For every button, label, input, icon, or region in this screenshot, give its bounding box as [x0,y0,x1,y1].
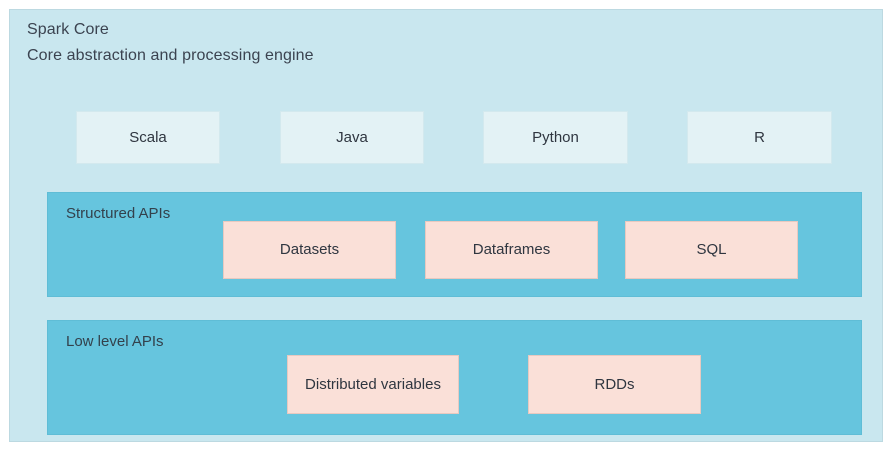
component-label: Distributed variables [305,375,441,393]
component-box-sql[interactable]: SQL [625,221,798,279]
component-label: SQL [696,241,727,259]
component-box-dataframes[interactable]: Dataframes [425,221,598,279]
component-label: Dataframes [472,241,551,259]
core-subtitle: Core abstraction and processing engine [27,47,314,64]
language-box-python[interactable]: Python [483,111,628,164]
band-low-level-apis: Low level APIs Distributed variables RDD… [47,320,862,435]
component-label: Datasets [279,241,340,259]
language-box-java[interactable]: Java [280,111,424,164]
language-label: R [754,129,765,146]
band-label-structured-apis: Structured APIs [66,205,171,222]
component-box-datasets[interactable]: Datasets [223,221,396,279]
band-structured-apis: Structured APIs Datasets Dataframes SQL [47,192,862,297]
band-label-low-level-apis: Low level APIs [66,333,164,350]
language-box-r[interactable]: R [687,111,832,164]
component-label: RDDs [594,375,635,393]
language-label: Java [336,129,368,146]
language-label: Scala [129,129,167,146]
component-box-rdds[interactable]: RDDs [528,355,701,414]
component-box-distributed-variables[interactable]: Distributed variables [287,355,459,414]
language-box-scala[interactable]: Scala [76,111,220,164]
page-title: Spark Core [27,21,109,38]
spark-core-panel: Spark Core Core abstraction and processi… [9,9,883,442]
language-label: Python [532,129,579,146]
